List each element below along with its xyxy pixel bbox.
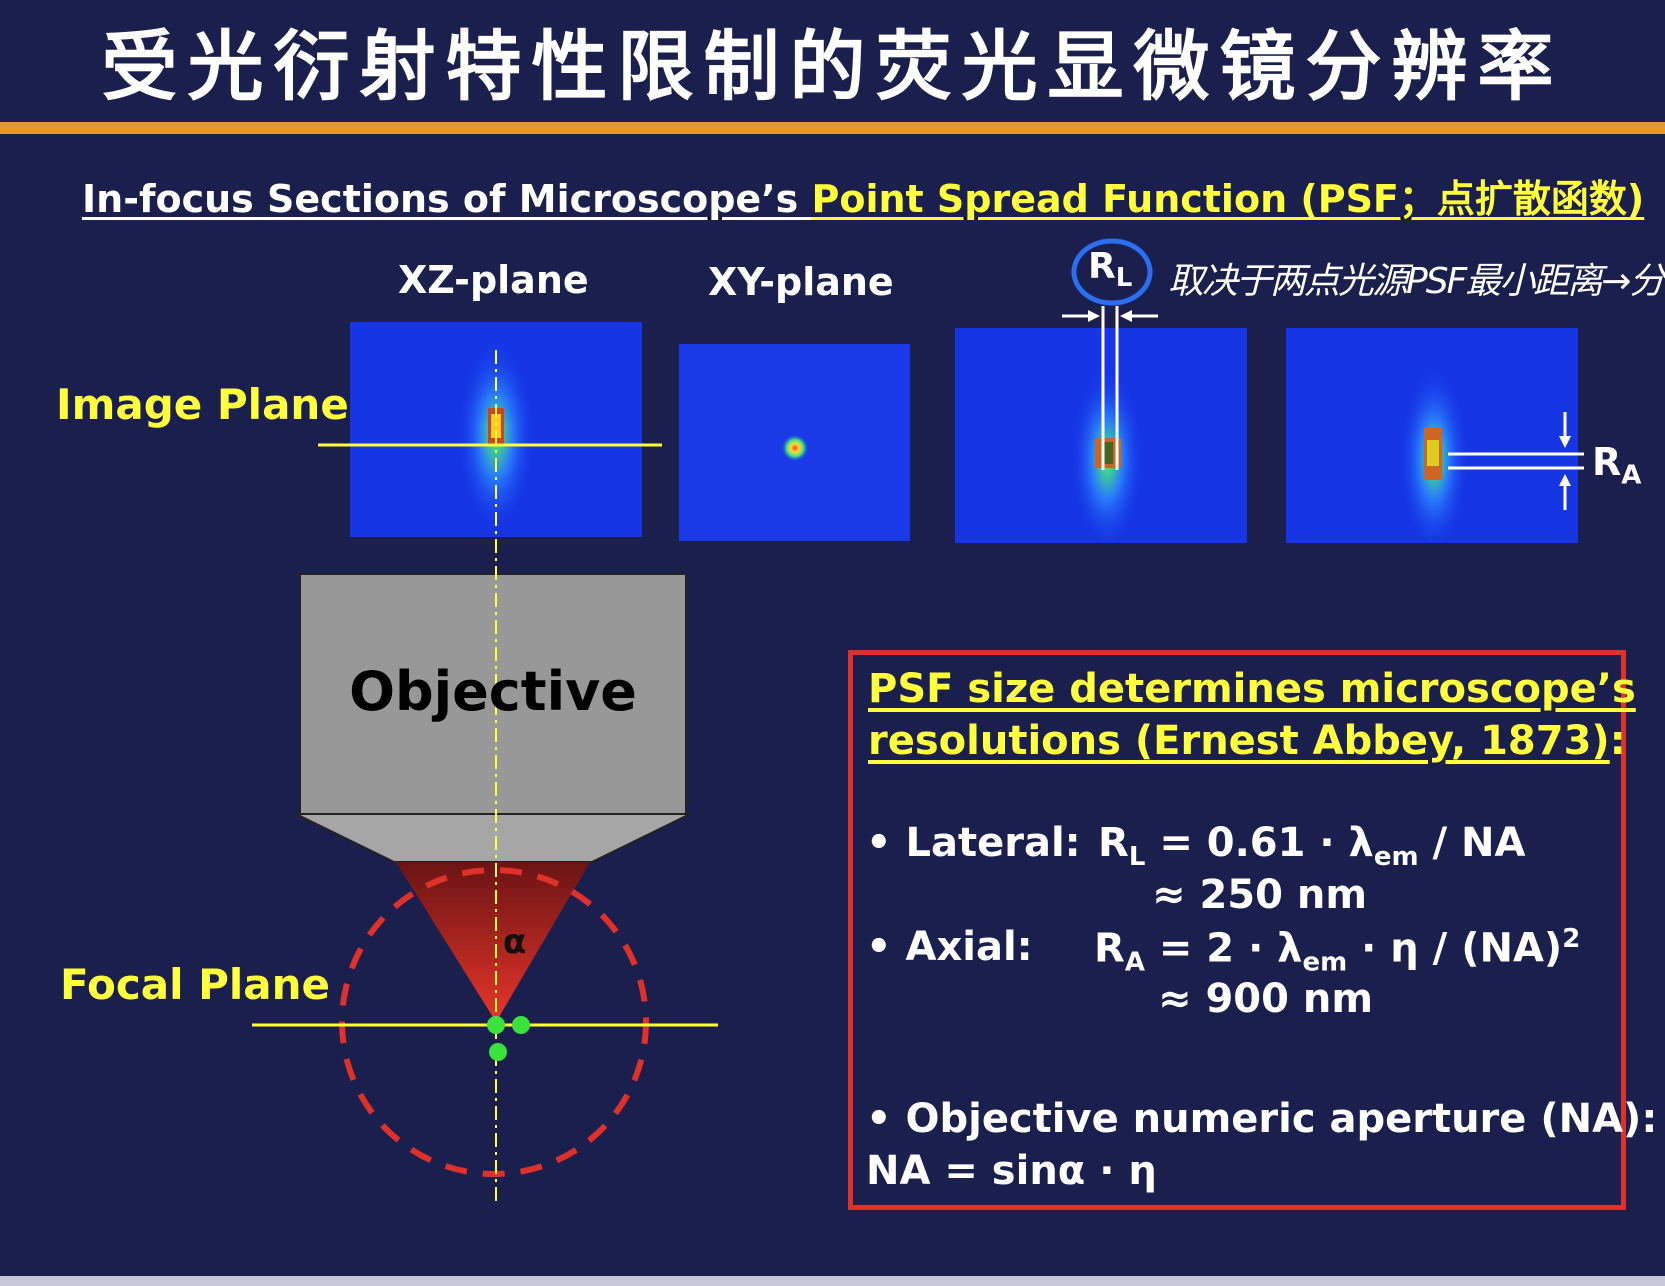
na-line-2: NA = sinα · η [866,1148,1157,1194]
section-subtitle: In-focus Sections of Microscope’s Point … [82,168,1644,223]
light-cone [396,862,590,1022]
ra-main: R [1592,440,1622,484]
axial-r: R [1094,925,1125,972]
lateral-formula: RL = 0.61 · λem / NA [1098,820,1525,872]
lateral-approx: ≈ 250 nm [1152,872,1368,918]
page-title: 受光衍射特性限制的荧光显微镜分辨率 [101,22,1564,111]
na-line-1: • Objective numeric aperture (NA): [866,1096,1658,1142]
point-source-1 [487,1016,505,1034]
info-heading-line-2-wrap: resolutions (Ernest Abbey, 1873): [868,718,1626,764]
rl-label: RL [1088,246,1132,293]
subtitle-part-1: In-focus Sections of Microscope’s [82,177,812,221]
resolution-info-box [848,650,1626,1210]
xz-plane-label: XZ-plane [398,258,589,302]
point-source-3 [489,1043,507,1061]
lateral-label: • Lateral: [866,820,1081,866]
footer-bar [0,1276,1665,1286]
axial-em-sub: em [1302,947,1348,978]
info-heading-line-2: resolutions (Ernest Abbey, 1873) [868,718,1610,764]
axial-sup: 2 [1562,924,1581,954]
handwritten-note: 取决于两点光源PSF最小距离→分辨率 [1168,261,1665,302]
axial-label: • Axial: [866,924,1033,970]
axial-eq-1: = 2 · λ [1144,925,1303,972]
axial-formula: RA = 2 · λem · η / (NA)2 [1094,924,1580,977]
subtitle-part-2: Point Spread Function (PSF；点扩散函数) [811,177,1645,221]
rl-circle [1071,238,1153,306]
info-heading-line-1: PSF size determines microscope’s [868,666,1636,712]
lateral-em-sub: em [1373,842,1419,872]
alpha-label: α [503,922,527,962]
title-divider [0,122,1665,134]
lateral-eq-2: / NA [1418,820,1526,866]
ra-label: RA [1592,440,1641,491]
axial-r-sub: A [1124,947,1145,978]
rl-sub: L [1115,263,1133,294]
objective-nose [295,813,691,863]
image-plane-label: Image Plane [56,380,349,429]
rl-main: R [1088,246,1116,287]
xy-plane-label: XY-plane [708,260,894,304]
objective-label: Objective [349,660,637,723]
psf-lateral-image [955,328,1247,543]
focal-circle [339,867,649,1177]
axial-eq-2: · η / (NA) [1347,925,1563,972]
lateral-r-sub: L [1128,842,1146,872]
focal-plane-label: Focal Plane [60,960,331,1009]
objective-body [299,573,687,815]
lateral-r: R [1098,820,1129,866]
point-source-2 [512,1016,530,1034]
ra-sub: A [1621,460,1642,491]
axial-approx: ≈ 900 nm [1158,976,1374,1022]
lateral-eq-1: = 0.61 · λ [1145,820,1374,866]
psf-xy-image [679,344,910,541]
info-heading-colon: : [1609,718,1626,764]
psf-axial-image [1286,328,1578,543]
